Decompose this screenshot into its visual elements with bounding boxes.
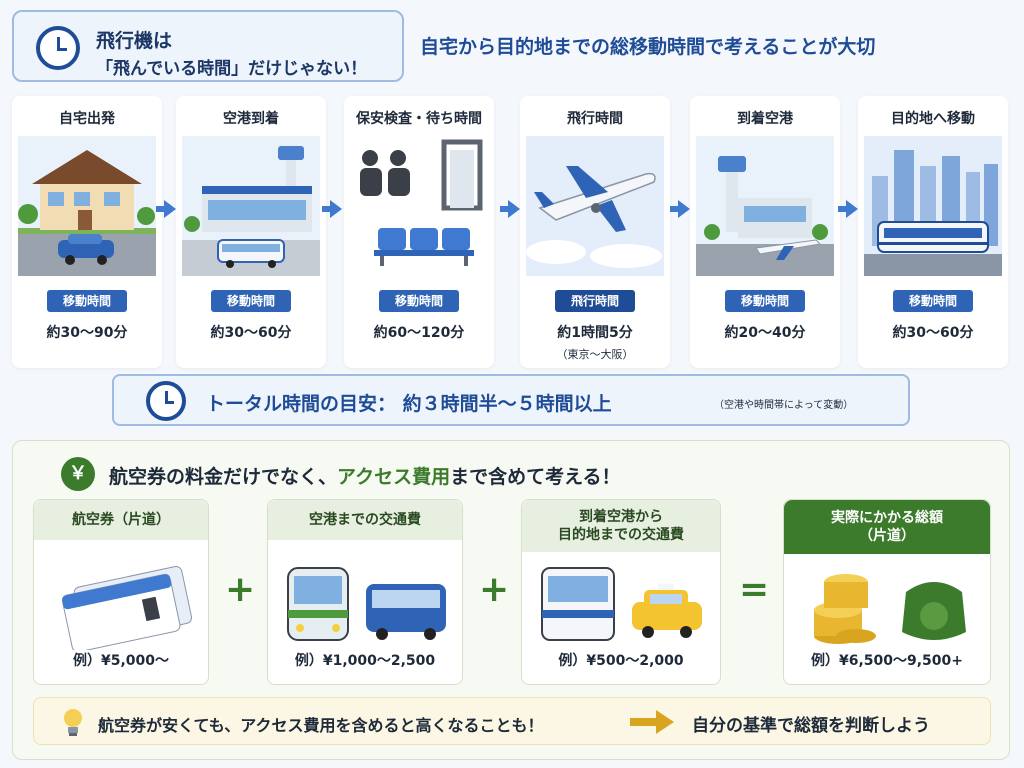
plus-icon: + (225, 569, 256, 610)
cost-card-title: 航空券（片道） (34, 500, 208, 540)
cost-heading-accent: アクセス費用 (337, 466, 451, 488)
cost-card-title: 空港までの交通費 (268, 500, 462, 540)
arrow-right-icon (630, 710, 674, 734)
tip-bar: 航空券が安くても、アクセス費用を含めると高くなることも！ 自分の基準で総額を判断… (33, 697, 991, 745)
cost-heading-post: まで含めて考える！ (450, 466, 621, 488)
header-title-line1: 飛行機は (96, 30, 173, 52)
step-flight-time: 飛行時間 飛行時間 約1時間5分 （東京〜大阪） (520, 96, 670, 368)
total-time-main: トータル時間の目安： 約３時間半〜５時間以上 (206, 393, 612, 415)
cost-example: 例）¥6,500〜9,500+ (810, 653, 964, 669)
step-airport-arrival: 空港到着 移動時間 約30〜60分 (176, 96, 326, 368)
train-bus-icon (287, 567, 446, 641)
plus-icon: + (479, 569, 510, 610)
train-taxi-icon (541, 567, 702, 641)
step-note: （東京〜大阪） (556, 348, 634, 361)
cost-card-title-line2: （片道） (859, 528, 915, 544)
ticket-icon (62, 566, 193, 650)
total-time-bar: トータル時間の目安： 約３時間半〜５時間以上 （空港や時間帯によって変動） (112, 374, 910, 426)
cost-card-destination-transport: 到着空港から 目的地までの交通費 例）¥500〜2,000 (521, 499, 721, 685)
airplane-illustration (526, 136, 664, 276)
step-time: 約20〜40分 (724, 325, 806, 341)
tip-conclusion: 自分の基準で総額を判断しよう (692, 716, 930, 736)
cost-section: ￥ 航空券の料金だけでなく、アクセス費用まで含めて考える！ 航空券（片道） 例）… (12, 440, 1010, 760)
step-title: 目的地へ移動 (891, 111, 975, 127)
cost-card-airfare: 航空券（片道） 例）¥5,000〜 (33, 499, 209, 685)
security-gate-seats-illustration (350, 136, 488, 276)
step-home-departure: 自宅出発 移動時間 約30〜90分 (12, 96, 162, 368)
cost-example: 例）¥5,000〜 (72, 653, 170, 669)
step-title: 保安検査・待ち時間 (356, 111, 482, 127)
airport-bus-illustration (182, 136, 320, 276)
cost-heading: 航空券の料金だけでなく、アクセス費用まで含めて考える！ (109, 462, 621, 489)
step-title: 飛行時間 (567, 111, 623, 127)
house-car-illustration (18, 136, 156, 276)
cost-card-title: 到着空港から 目的地までの交通費 (522, 500, 720, 552)
clock-icon (36, 26, 80, 70)
lightbulb-icon (64, 709, 82, 736)
cost-card-airport-transport: 空港までの交通費 例）¥1,000〜2,500 (267, 499, 463, 685)
header-box: 飛行機は 「飛んでいる時間」だけじゃない！ (12, 10, 404, 82)
cost-card-total: 実際にかかる総額 （片道） 例）¥6,500〜9,500+ (783, 499, 991, 685)
tip-text: 航空券が安くても、アクセス費用を含めると高くなることも！ (98, 716, 544, 735)
step-badge: 飛行時間 (555, 290, 635, 312)
step-time: 約30〜60分 (892, 325, 974, 341)
cost-card-title: 実際にかかる総額 （片道） (784, 500, 990, 554)
arrow-right-icon (670, 200, 690, 218)
header-subtitle: 自宅から目的地までの総移動時間で考えることが大切 (420, 36, 876, 58)
arrow-right-icon (322, 200, 342, 218)
equals-icon: = (739, 569, 770, 610)
step-badge: 移動時間 (725, 290, 805, 312)
cost-card-title-line1: 実際にかかる総額 (831, 509, 943, 526)
step-title: 自宅出発 (59, 111, 115, 127)
coins-wallet-icon (814, 574, 966, 644)
step-security-wait: 保安検査・待ち時間 移動時間 約60〜120分 (344, 96, 494, 368)
cost-card-title-line1: 到着空港から (579, 508, 663, 525)
cost-example: 例）¥500〜2,000 (558, 653, 684, 669)
step-time: 約30〜90分 (46, 325, 128, 341)
arrow-right-icon (500, 200, 520, 218)
arrow-right-icon (838, 200, 858, 218)
header-title-line2: 「飛んでいる時間」だけじゃない！ (96, 59, 368, 79)
step-time: 約1時間5分 (557, 325, 633, 341)
cost-card-title-line2: 目的地までの交通費 (558, 527, 684, 543)
step-title: 空港到着 (223, 111, 279, 127)
step-title: 到着空港 (737, 111, 793, 127)
arrow-right-icon (156, 200, 176, 218)
step-time: 約30〜60分 (210, 325, 292, 341)
cost-example: 例）¥1,000〜2,500 (294, 653, 436, 669)
step-badge: 移動時間 (47, 290, 127, 312)
yen-icon: ￥ (61, 457, 95, 491)
step-arrival-airport: 到着空港 移動時間 約20〜40分 (690, 96, 840, 368)
total-time-note: （空港や時間帯によって変動） (714, 400, 854, 411)
clock-icon (146, 381, 186, 421)
step-time: 約60〜120分 (373, 325, 465, 341)
cost-heading-pre: 航空券の料金だけでなく、 (109, 466, 338, 488)
step-badge: 移動時間 (893, 290, 973, 312)
step-badge: 移動時間 (211, 290, 291, 312)
step-badge: 移動時間 (379, 290, 459, 312)
arrival-airport-illustration (696, 136, 834, 276)
step-to-destination: 目的地へ移動 移動時間 約30〜60分 (858, 96, 1008, 368)
city-train-illustration (864, 136, 1002, 276)
